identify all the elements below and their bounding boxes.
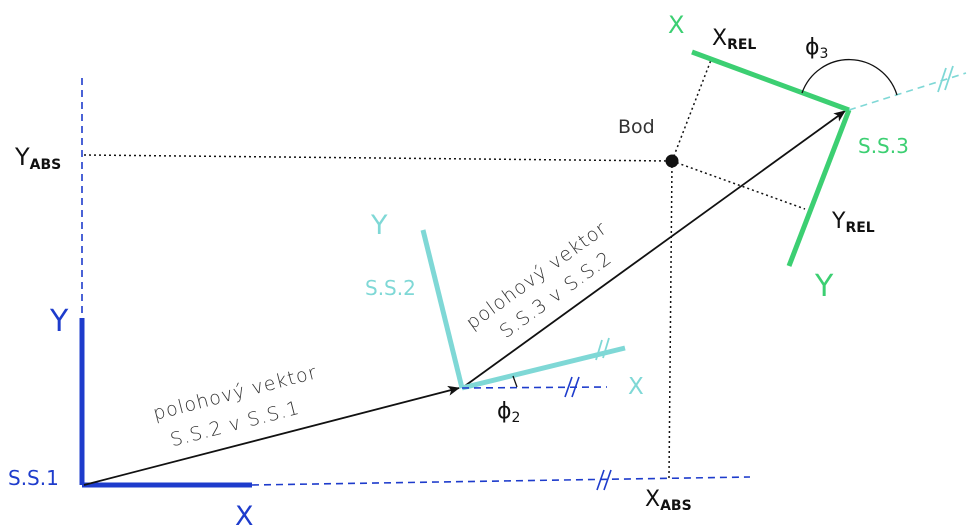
y-abs-label: YABS	[14, 143, 61, 173]
ss3-name-label: S.S.3	[858, 134, 909, 158]
ss3-x-label: X	[668, 11, 684, 39]
ss2-x-axis	[461, 345, 626, 391]
guide-y-rel	[671, 160, 806, 210]
ss2-y-label: Y	[370, 210, 388, 241]
angle-phi2-arc	[512, 375, 518, 388]
angle-phi3-arc	[801, 58, 898, 96]
position-vector-ss2-in-ss1	[83, 385, 460, 486]
parallel-mark-ss1-x	[596, 469, 612, 491]
ss1-x-label: X	[235, 501, 254, 526]
guide-x-rel	[671, 59, 712, 162]
ss1-name-label: S.S.1	[8, 466, 59, 490]
parallel-mark-ss2-x	[595, 337, 610, 361]
ss3-x-reference-dashed	[848, 72, 967, 111]
y-rel-label: YREL	[831, 209, 875, 236]
parallel-mark-ss3-ref	[937, 65, 954, 93]
ss2-x-reference-dashed	[461, 386, 608, 389]
point-bod-label: Bod	[618, 116, 655, 138]
x-abs-label: XABS	[645, 487, 692, 514]
ss3-y-label: Y	[814, 269, 834, 304]
position-vector-ss3-in-ss2	[461, 110, 846, 389]
ss2-y-axis	[420, 229, 465, 389]
ss1-y-label: Y	[49, 304, 69, 339]
ss3-x-axis	[691, 49, 850, 113]
x-rel-label: XREL	[712, 26, 756, 53]
guide-x-abs	[668, 160, 673, 479]
guide-y-abs	[83, 154, 673, 162]
phi3-label: ϕ3	[805, 35, 828, 62]
parallel-mark-ss2-ref	[564, 376, 580, 398]
phi2-label: ϕ2	[497, 399, 520, 426]
ss1-x-axis-dashed	[251, 476, 751, 486]
ss2-x-label: X	[628, 374, 644, 400]
ss3-y-axis	[786, 109, 852, 267]
point-bod	[665, 154, 679, 168]
ss2-name-label: S.S.2	[365, 276, 416, 300]
vector-caption-ss2-in-ss1: polohový vektor S.S.2 v S.S.1	[151, 361, 320, 451]
